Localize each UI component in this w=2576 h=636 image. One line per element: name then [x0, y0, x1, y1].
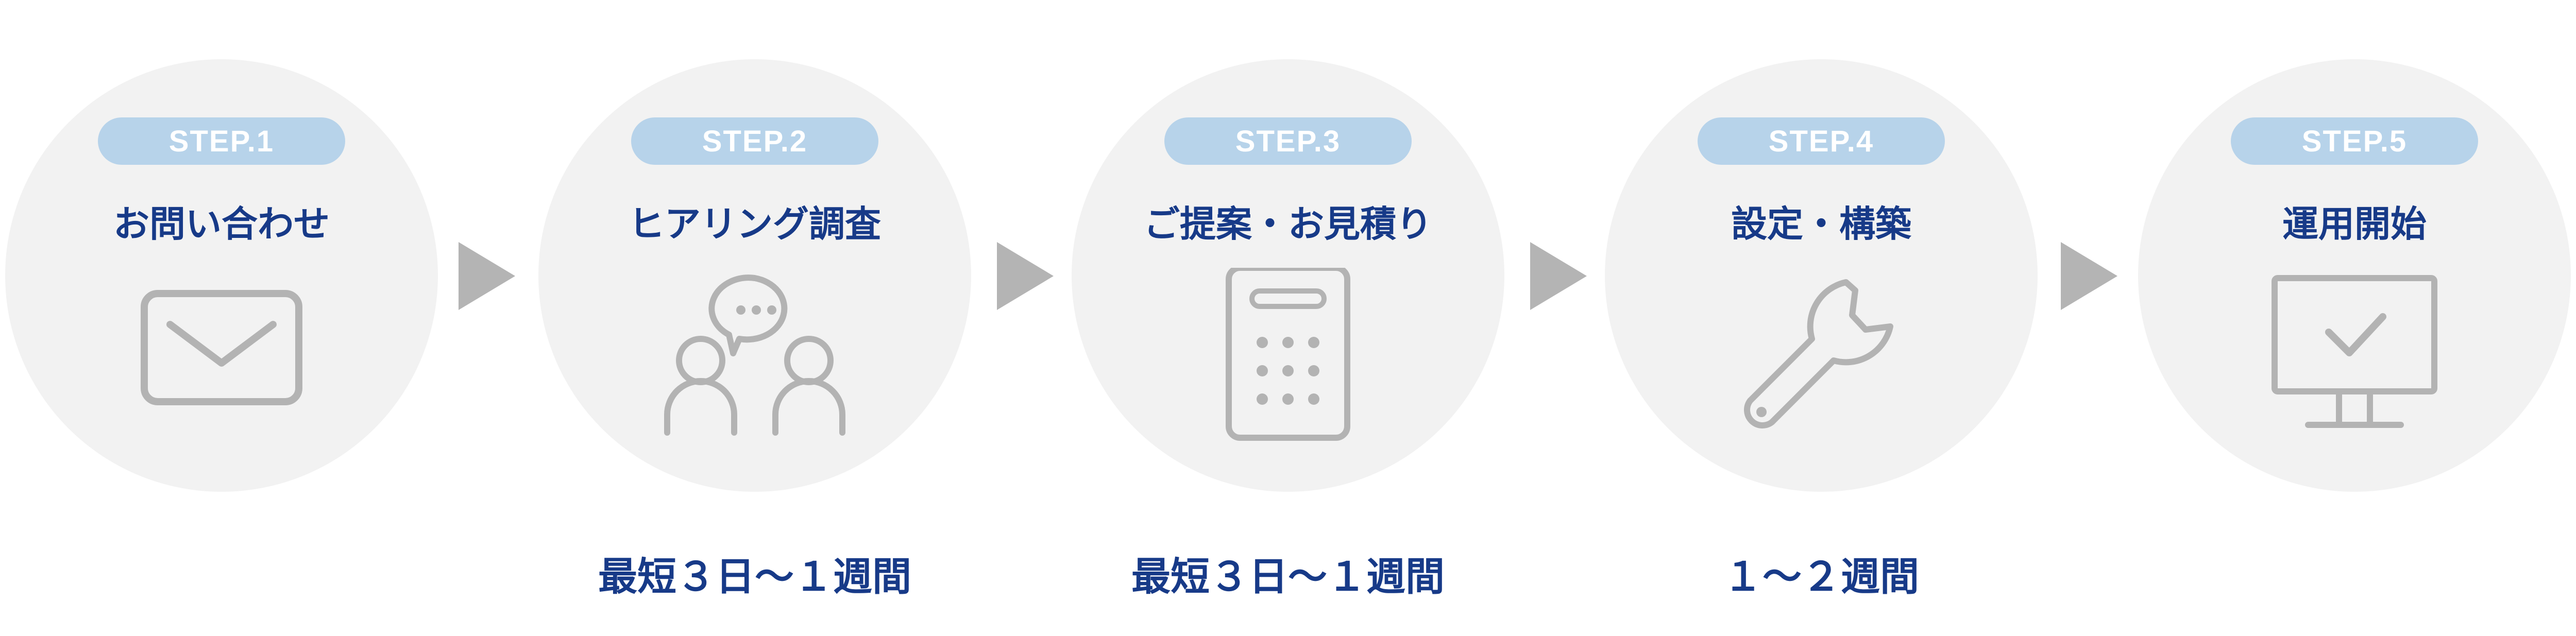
calculator-icon: [1226, 268, 1350, 441]
step-title: 運用開始: [2282, 203, 2427, 245]
step-badge: STEP.5: [2231, 117, 2478, 165]
step-badge: STEP.3: [1164, 117, 1412, 165]
arrow-right-icon: [459, 242, 515, 310]
mail-icon: [141, 290, 302, 405]
people-chat-icon: [664, 274, 845, 436]
step-4: STEP.4 設定・構築 １〜２週間: [1605, 0, 2038, 636]
step-duration: 最短３日〜１週間: [598, 554, 911, 599]
step-badge: STEP.1: [98, 117, 345, 165]
wrench-icon: [1744, 279, 1893, 428]
arrow-right-icon: [1530, 242, 1587, 310]
step-title: ヒアリング調査: [629, 203, 881, 245]
monitor-check-icon: [2272, 275, 2437, 428]
step-badge: STEP.4: [1698, 117, 1945, 165]
arrow-right-icon: [2061, 242, 2117, 310]
step-title: 設定・構築: [1731, 203, 1911, 245]
step-3: STEP.3 ご提案・お見積り 最短３日〜１週間: [1072, 0, 1504, 636]
step-title: ご提案・お見積り: [1144, 203, 1432, 245]
step-badge: STEP.2: [631, 117, 878, 165]
step-duration: １〜２週間: [1723, 554, 1919, 599]
arrow-right-icon: [997, 242, 1054, 310]
step-5: STEP.5 運用開始: [2138, 0, 2571, 636]
step-1: STEP.1 お問い合わせ: [5, 0, 438, 636]
step-title: お問い合わせ: [113, 203, 330, 245]
step-duration: 最短３日〜１週間: [1131, 554, 1445, 599]
step-2: STEP.2 ヒアリング調査 最短３日〜１週間: [538, 0, 971, 636]
